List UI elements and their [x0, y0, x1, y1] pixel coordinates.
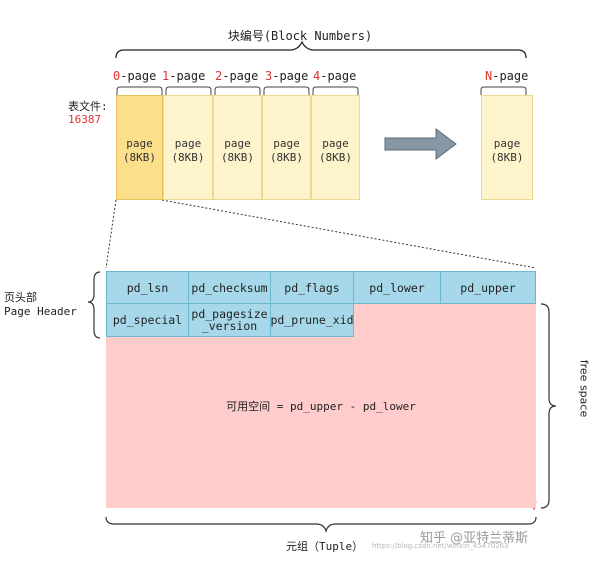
page-box-1: page(8KB)	[163, 95, 213, 200]
header-cell-pd-lower: pd_lower	[353, 271, 441, 304]
table-file-oid: 16387	[68, 113, 102, 126]
tuple-label: 元组（Tuple）	[286, 540, 364, 553]
header-cell-pd-special: pd_special	[106, 303, 189, 337]
table-file-caption: 表文件:	[68, 100, 108, 113]
free-space-brace	[540, 303, 557, 509]
page-box-n: page(8KB)	[481, 95, 533, 200]
page-bracket-0	[116, 86, 163, 95]
block-numbers-brace	[115, 40, 527, 59]
tuple-brace	[105, 516, 537, 534]
watermark-url: https://blog.csdn.net/weixin_45470263	[372, 542, 509, 550]
zoom-line-left	[105, 199, 117, 269]
free-space-region	[106, 304, 536, 508]
header-cell-pd-checksum: pd_checksum	[188, 271, 271, 304]
page-bracket-n	[480, 86, 527, 95]
page-box-4: page(8KB)	[311, 95, 360, 200]
page-box-3: page(8KB)	[262, 95, 311, 200]
page-bracket-1	[165, 86, 212, 95]
page-bracket-4	[312, 86, 359, 95]
table-file-label: 表文件: 16387	[68, 100, 108, 126]
page-header-label: 页头部 Page Header	[4, 291, 77, 318]
page-header-brace	[87, 271, 101, 339]
page-bracket-3	[263, 86, 310, 95]
page-box-2: page(8KB)	[213, 95, 262, 200]
page-label-n: N-page	[485, 69, 529, 83]
block-numbers-title: 块编号(Block Numbers)	[227, 29, 373, 43]
header-cell-pd-lsn: pd_lsn	[106, 271, 189, 304]
page-label-4: 4-page	[313, 69, 357, 83]
page-label-1: 1-page	[162, 69, 206, 83]
page-label-2: 2-page	[215, 69, 259, 83]
continuation-arrow-icon	[384, 128, 457, 160]
header-cell-pd-upper: pd_upper	[440, 271, 536, 304]
page-box-0: page(8KB)	[116, 95, 163, 200]
watermark-text: 知乎 @亚特兰蒂斯	[420, 531, 529, 546]
page-label-0: 0-page	[113, 69, 157, 83]
page-label-3: 3-page	[265, 69, 309, 83]
page-bracket-2	[214, 86, 261, 95]
free-space-label: free space	[577, 359, 591, 418]
header-cell-pd-prune-xid: pd_prune_xid	[270, 303, 354, 337]
zoom-line-right	[161, 199, 537, 269]
header-cell-pd-flags: pd_flags	[270, 271, 354, 304]
free-space-equation: 可用空间 = pd_upper - pd_lower	[226, 400, 416, 413]
header-cell-pd-pagesize-version: pd_pagesize _version	[188, 303, 271, 337]
